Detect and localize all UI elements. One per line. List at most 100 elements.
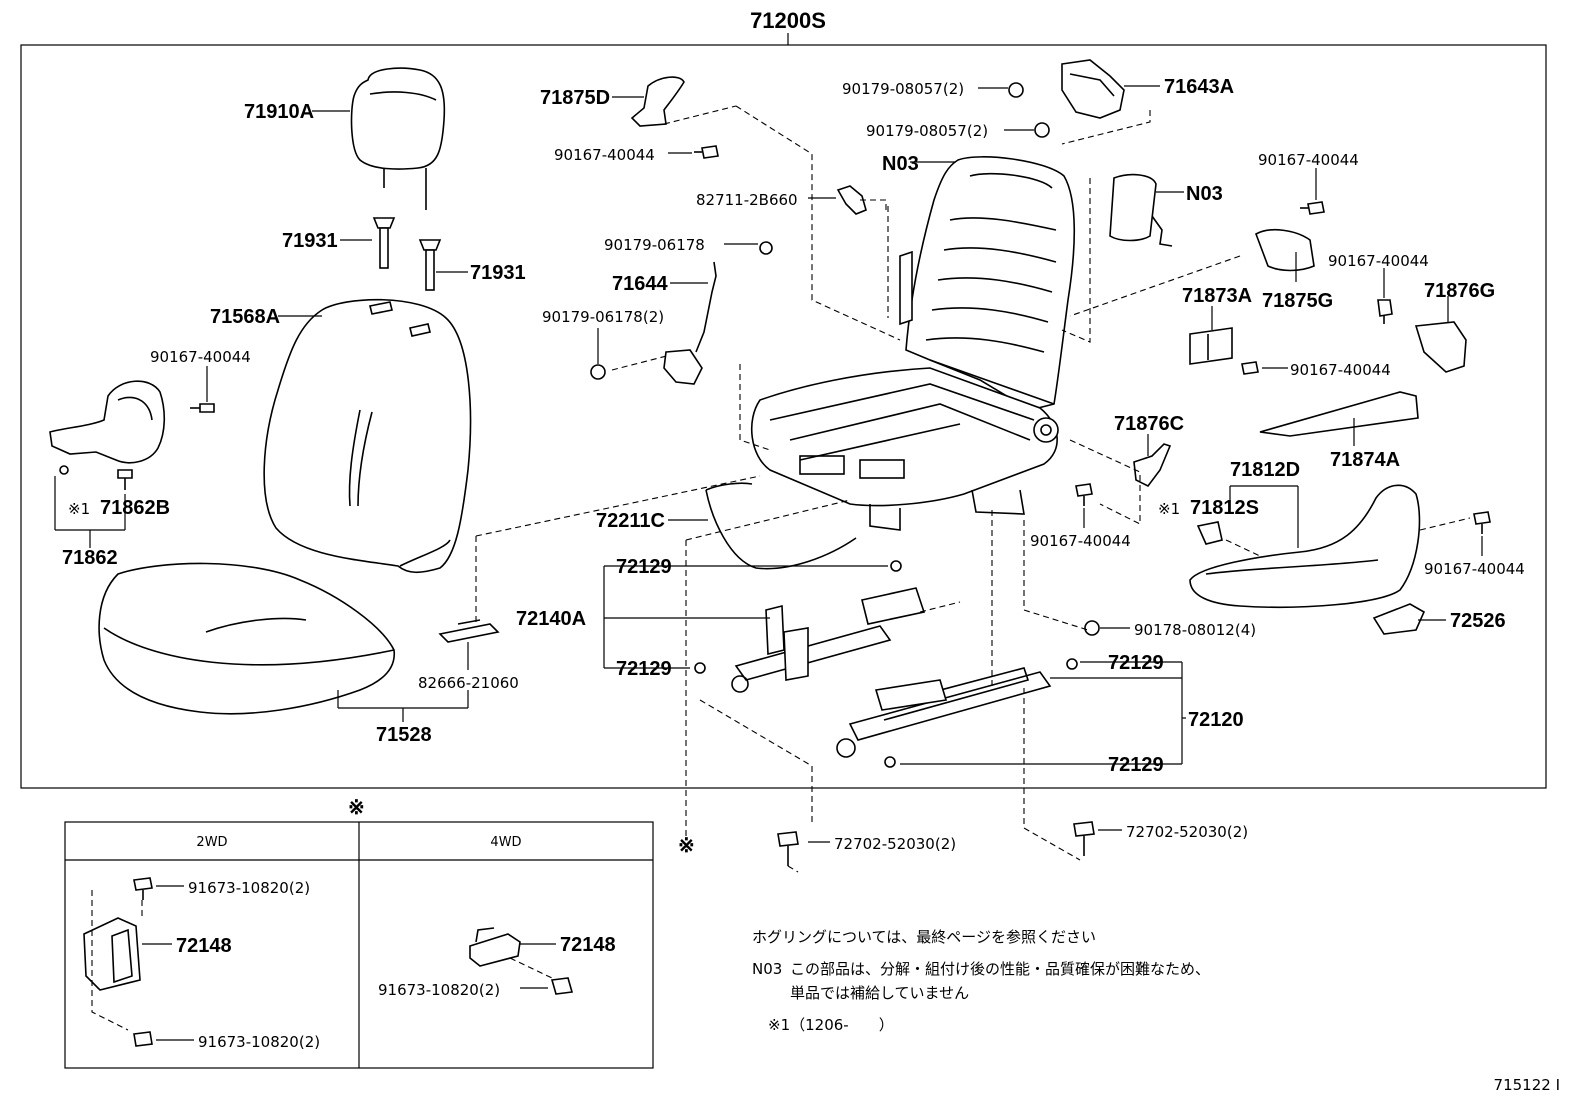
callout-71528: 71528 (376, 724, 432, 746)
callout-90179-08057-b: 90179-08057(2) (866, 122, 988, 140)
bracket-72148-2wd-part (83, 917, 141, 991)
callout-90167-mid: 90167-40044 (1030, 532, 1131, 550)
callout-82711: 82711-2B660 (696, 191, 798, 209)
cover-71876G-part (1414, 321, 1467, 373)
callout-N03-frame: N03 (882, 153, 919, 175)
callout-71876G: 71876G (1424, 280, 1495, 302)
rail-72120-part (836, 658, 1078, 768)
callout-71875G: 71875G (1262, 290, 1333, 312)
callout-72140A: 72140A (516, 608, 586, 630)
callout-71931-a: 71931 (282, 230, 338, 252)
side-airbag-N03-part (1109, 173, 1173, 247)
bolt-part (550, 977, 574, 995)
screw-part (1241, 361, 1259, 375)
recliner-cover-left-part (49, 380, 166, 475)
reference-mark-a: ※ (678, 835, 695, 857)
seat-cushion-part (98, 562, 395, 715)
screw-part (190, 403, 215, 413)
callout-72702-b: 72702-52030(2) (1126, 823, 1248, 841)
callout-90167-r3: 90167-40044 (1290, 361, 1391, 379)
note-ref1: ※1（1206- ） (768, 1016, 894, 1034)
bracket-72148-4wd-part (469, 927, 521, 967)
knob-72526-part (1372, 603, 1426, 635)
rail-72140A-part (694, 560, 926, 693)
callout-72211C: 72211C (596, 510, 665, 532)
nut-part (1084, 620, 1100, 636)
callout-72129-b: 72129 (616, 658, 672, 680)
seatback-cover-part (263, 298, 472, 574)
callout-90178: 90178-08012(4) (1134, 621, 1256, 639)
column-4wd: 4WD (490, 835, 521, 850)
drive-variant-table (64, 821, 654, 1069)
nut-part (1034, 122, 1050, 138)
nut-part (590, 364, 606, 380)
callout-71931-b: 71931 (470, 262, 526, 284)
wire-72211C-part (705, 482, 857, 570)
cover-71876C-part (1133, 443, 1172, 488)
callout-72148-4wd: 72148 (560, 934, 616, 956)
callout-71862B-mark: ※1 (68, 500, 90, 518)
callout-71643A: 71643A (1164, 76, 1234, 98)
bolt-part (777, 831, 799, 866)
callout-71862: 71862 (62, 547, 118, 569)
callout-72526: 72526 (1450, 610, 1506, 632)
callout-90167-r1: 90167-40044 (1258, 151, 1359, 169)
callout-91673-c: 91673-10820(2) (378, 981, 500, 999)
callout-90179-08057-a: 90179-08057(2) (842, 80, 964, 98)
callout-90179-06178-b: 90179-06178(2) (542, 308, 664, 326)
callout-90167-top: 90167-40044 (554, 146, 655, 164)
callout-71644: 71644 (612, 273, 668, 295)
callout-71812S: 71812S (1190, 497, 1259, 519)
column-2wd: 2WD (196, 835, 227, 850)
headrest-part (350, 67, 446, 210)
callout-90179-06178-a: 90179-06178 (604, 236, 705, 254)
callout-72129-a: 72129 (616, 556, 672, 578)
callout-71875D: 71875D (540, 87, 610, 109)
bolt-part (133, 877, 153, 900)
callout-72129-c: 72129 (1108, 652, 1164, 674)
callout-71873A: 71873A (1182, 285, 1252, 307)
note-n03-code: N03 (752, 960, 782, 978)
hook-part (438, 619, 500, 643)
callout-72120: 72120 (1188, 709, 1244, 731)
callout-72148-2wd: 72148 (176, 935, 232, 957)
callout-90167-r2: 90167-40044 (1328, 252, 1429, 270)
figure-id: 715122 I (1494, 1076, 1560, 1094)
callout-91673-a: 91673-10820(2) (188, 879, 310, 897)
note-n03-line1: この部品は、分解・組付け後の性能・品質確保が困難なため、 (790, 960, 1210, 978)
bracket-71643A-part (1061, 59, 1125, 119)
callout-71812D: 71812D (1230, 459, 1300, 481)
cover-71875D-part (630, 76, 685, 127)
callout-82666: 82666-21060 (418, 674, 519, 692)
reference-mark-b: ※ (348, 797, 365, 819)
screw-part (1473, 511, 1491, 534)
clip-part (117, 469, 133, 490)
bolt-part (133, 1031, 153, 1047)
headrest-guide-part (372, 217, 442, 291)
callout-90167-left: 90167-40044 (150, 348, 251, 366)
callout-N03-airbag: N03 (1186, 183, 1223, 205)
callout-72129-d: 72129 (1108, 754, 1164, 776)
callout-71812S-mark: ※1 (1158, 500, 1180, 518)
callout-90167-r4: 90167-40044 (1424, 560, 1525, 578)
cover-71873A-part (1189, 327, 1233, 365)
screw-part (1300, 201, 1325, 215)
shield-71812-part (1189, 484, 1421, 608)
callout-71874A: 71874A (1330, 449, 1400, 471)
cable-71644-part (663, 241, 773, 385)
clip-part (1196, 521, 1223, 545)
callout-71862B: 71862B (100, 497, 170, 519)
callout-91673-b: 91673-10820(2) (198, 1033, 320, 1051)
clip-82711-part (836, 185, 867, 215)
screw-part (1075, 483, 1093, 506)
bolt-part (1073, 821, 1095, 856)
screw-part (694, 145, 719, 159)
seat-frame-part (750, 156, 1076, 531)
main-assembly-frame (20, 44, 1547, 789)
assembly-label: 71200S (750, 8, 826, 33)
cover-71874A-part (1259, 391, 1419, 437)
nut-part (1008, 82, 1024, 98)
screw-part (1377, 299, 1393, 324)
